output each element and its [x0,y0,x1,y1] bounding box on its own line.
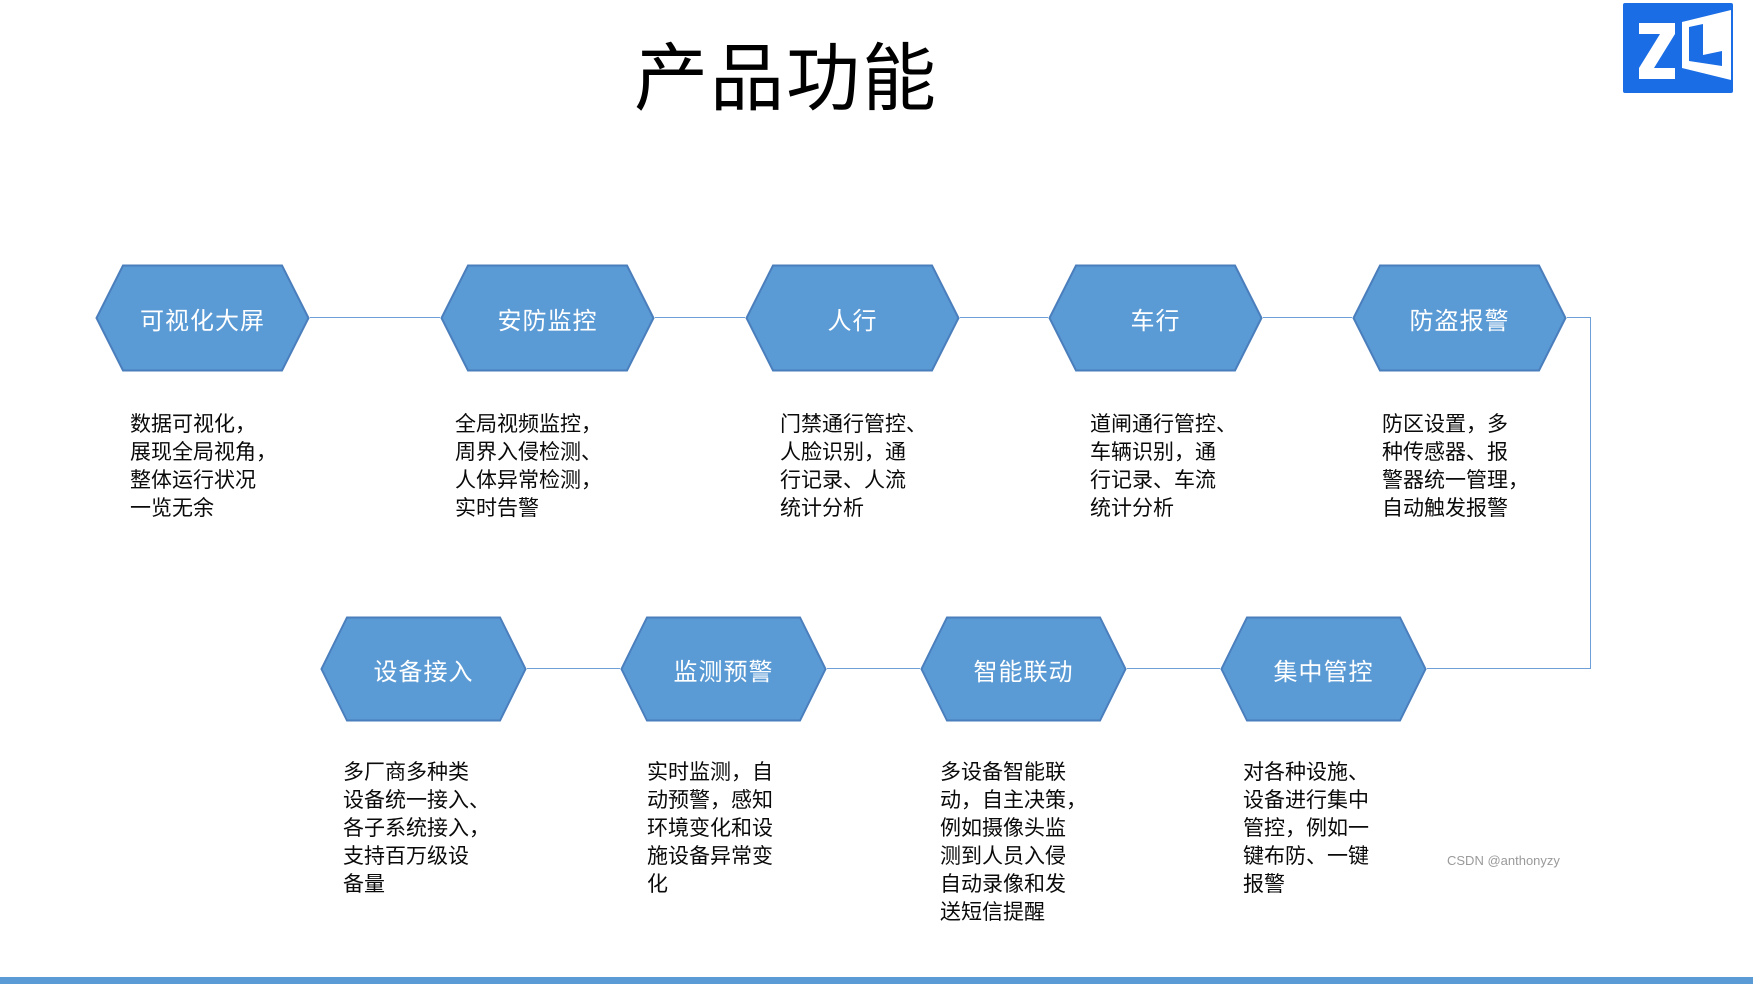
hexagon-shape [95,264,310,372]
node-description: 道闸通行管控、 车辆识别，通 行记录、车流 统计分析 [1090,412,1237,520]
hex-node-pedestrian: 人行 [745,264,960,372]
hex-label: 车行 [1130,308,1181,335]
connector-line [527,668,620,669]
hexagon-shape [1220,616,1427,722]
node-description: 门禁通行管控、 人脸识别，通 行记录、人流 统计分析 [780,412,927,520]
hex-label: 安防监控 [497,308,598,335]
hex-label: 设备接入 [373,659,474,686]
connector-line [655,317,745,318]
node-description: 实时监测，自 动预警，感知 环境变化和设 施设备异常变 化 [647,760,773,896]
bottom-accent-bar [0,977,1753,984]
hexagon-shape [920,616,1127,722]
connector-line [1127,668,1220,669]
zl-brand-logo-icon [1623,3,1733,93]
connector-elbow-bottom [1427,668,1591,669]
hex-label: 可视化大屏 [140,308,265,335]
hex-node-monitor-warning: 监测预警 [620,616,827,722]
connector-line [960,317,1048,318]
connector-elbow-vertical [1590,317,1591,669]
hexagon-shape [1352,264,1567,372]
page-title: 产品功能 [634,39,938,121]
hex-node-smart-linkage: 智能联动 [920,616,1127,722]
hex-label: 监测预警 [673,659,774,686]
hex-node-burglar-alarm: 防盗报警 [1352,264,1567,372]
hex-label: 集中管控 [1273,659,1374,686]
hexagon-shape [440,264,655,372]
node-description: 多设备智能联 动，自主决策， 例如摄像头监 测到人员入侵 自动录像和发 送短信提… [940,760,1087,924]
node-description: 防区设置，多 种传感器、报 警器统一管理， 自动触发报警 [1382,412,1529,520]
hex-label: 防盗报警 [1409,308,1510,335]
node-description: 多厂商多种类 设备统一接入、 各子系统接入， 支持百万级设 备量 [343,760,490,896]
hex-node-central-control: 集中管控 [1220,616,1427,722]
hex-node-security-monitor: 安防监控 [440,264,655,372]
hex-label: 人行 [827,308,878,335]
node-description: 对各种设施、 设备进行集中 管控，例如一 键布防、一键 报警 [1243,760,1369,896]
connector-line [827,668,920,669]
connector-line [1263,317,1352,318]
node-description: 数据可视化， 展现全局视角， 整体运行状况 一览无余 [130,412,277,520]
hex-node-visual-screen: 可视化大屏 [95,264,310,372]
hexagon-shape [320,616,527,722]
hexagon-shape [1048,264,1263,372]
connector-line [310,317,440,318]
hex-node-vehicle: 车行 [1048,264,1263,372]
hexagon-shape [745,264,960,372]
hexagon-shape [620,616,827,722]
hex-node-device-access: 设备接入 [320,616,527,722]
connector-elbow-top [1567,317,1591,318]
watermark-text: CSDN @anthonyzy [1447,853,1560,868]
hex-label: 智能联动 [973,659,1074,686]
node-description: 全局视频监控， 周界入侵检测、 人体异常检测， 实时告警 [455,412,602,520]
